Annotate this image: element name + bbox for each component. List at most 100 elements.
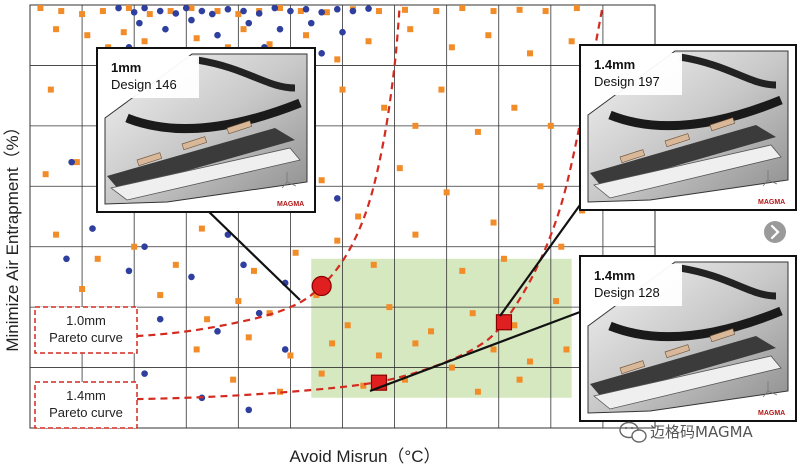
scatter-point-square (547, 122, 554, 129)
scatter-point-square (250, 267, 257, 274)
inset-design-label: Design 128 (594, 285, 660, 300)
scatter-point-square (469, 310, 476, 317)
scatter-point-square (433, 8, 440, 15)
scatter-point-square (37, 5, 44, 12)
scatter-point-square (329, 340, 336, 347)
gate-segment (181, 136, 208, 151)
pareto-curve (40, 4, 401, 342)
gate-segment (664, 133, 691, 148)
design-marker-square (495, 314, 513, 331)
scatter-point-square (490, 219, 497, 226)
scatter-point-square (459, 267, 466, 274)
scatter-point-square (146, 11, 153, 18)
gate-segment (619, 360, 646, 375)
scatter-point-square (516, 376, 523, 383)
scatter-point-square (287, 352, 294, 359)
inset-design-label: Design 146 (111, 77, 177, 92)
scatter-point-square (448, 364, 455, 371)
leader-line-design-128 (369, 310, 581, 393)
scatter-point-circle (208, 10, 216, 18)
design-marker-layer (311, 275, 513, 391)
scatter-point-circle (281, 346, 289, 353)
scatter-point-square (297, 8, 304, 15)
gate-segment (709, 328, 736, 343)
chevron-right-icon (770, 224, 780, 240)
scatter-point-square (438, 86, 445, 93)
scatter-point-circle (89, 225, 96, 232)
inset-thickness-label: 1.4mm (594, 57, 635, 72)
scatter-point-circle (141, 370, 148, 377)
scatter-point-circle (162, 25, 169, 33)
scatter-point-square (266, 310, 273, 317)
scatter-point-circle (339, 28, 346, 36)
scatter-point-square (527, 50, 533, 57)
pareto-curve (40, 4, 604, 402)
scatter-point-circle (130, 8, 138, 16)
scatter-point-square (459, 5, 466, 12)
scatter-point-square (318, 177, 325, 184)
scatter-point-square (334, 237, 341, 244)
gate-segment (709, 117, 736, 132)
scatter-point-square (323, 9, 330, 16)
scatter-point-circle (287, 7, 294, 15)
leader-line-design-146 (204, 207, 301, 301)
scatter-point-square (542, 8, 549, 15)
scatter-point-circle (333, 195, 341, 202)
scatter-point-square (94, 255, 101, 262)
scatter-point-circle (63, 255, 70, 263)
scatter-point-square (198, 225, 205, 232)
scatter-point-square (230, 376, 237, 383)
scatter-point-circle (318, 8, 325, 16)
scatter-point-square (292, 249, 299, 256)
scatter-point-square (277, 388, 283, 395)
scatter-point-square (402, 6, 408, 13)
scatter-point-square (235, 298, 242, 305)
axis-triad-icon (762, 170, 778, 187)
leader-lines (204, 204, 581, 393)
scatter-point-circle (333, 5, 341, 13)
scatter-point-square (428, 328, 435, 335)
design-marker-circle (311, 275, 332, 297)
inset-thickness-label: 1.4mm (594, 268, 635, 283)
scatter-point-square (214, 8, 221, 15)
scatter-point-square (188, 5, 195, 12)
next-arrow-button[interactable] (764, 221, 786, 243)
scatter-point-circle (141, 4, 148, 12)
scatter-point-circle (156, 315, 164, 323)
scatter-point-circle (365, 5, 372, 12)
scatter-point-square (563, 346, 570, 353)
scatter-point-square (381, 104, 388, 111)
scatter-point-square (277, 5, 283, 12)
scatter-point-circle (156, 7, 164, 15)
scatter-point-square (157, 292, 164, 299)
scatter-point-circle (302, 5, 310, 13)
casting-rib (125, 98, 302, 134)
magma-logo: MAGMA (758, 410, 785, 417)
scatter-point-square (448, 44, 455, 51)
scatter-point-circle (182, 4, 190, 12)
casting-face (593, 144, 782, 199)
inset-label-bg (103, 56, 199, 98)
casting-face (593, 355, 782, 410)
scatter-point-square (99, 8, 106, 15)
scatter-point-square (412, 122, 419, 129)
scatter-point-circle (115, 4, 122, 12)
scatter-point-square (193, 346, 200, 353)
scatter-point-circle (255, 309, 263, 317)
casting-channel (590, 336, 776, 398)
scatter-point-square (511, 104, 518, 111)
scatter-point-square (396, 165, 403, 172)
scatter-point-square (141, 38, 148, 45)
scatter-point-square (84, 32, 91, 39)
scatter-point-square (402, 376, 408, 383)
scatter-point-square (490, 346, 497, 353)
scatter-point-square (204, 316, 211, 323)
scatter-point-circle (136, 19, 143, 27)
watermark: 迈格码MAGMA (619, 421, 754, 443)
y-axis-title: Minimize Air Entrapment（%） (3, 118, 22, 351)
scatter-point-circle (68, 158, 75, 166)
